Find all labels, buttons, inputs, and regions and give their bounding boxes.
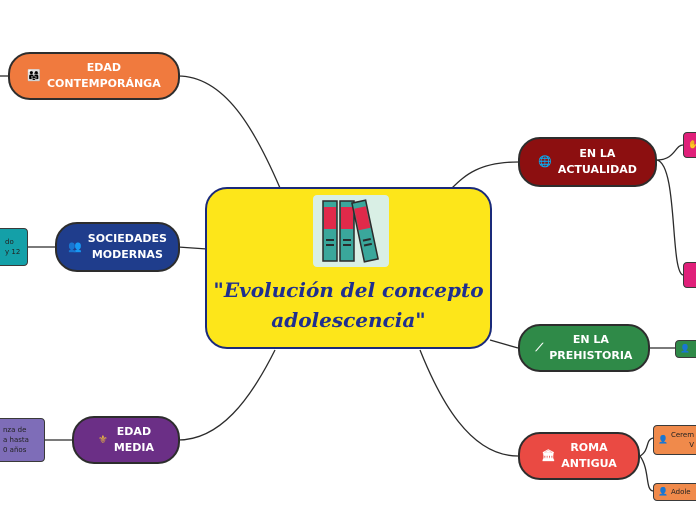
leaf-sociedades-modernas[interactable]: do y 12 (0, 228, 28, 266)
branch-label-line1: EDAD (86, 61, 121, 74)
binders-icon (313, 195, 389, 267)
person-icon: 👤 (680, 344, 690, 353)
link-roma-leaf1 (639, 437, 654, 457)
link-actualidad (451, 161, 519, 189)
temple-icon: 🏛 (541, 449, 556, 462)
link-roma-leaf2 (639, 455, 654, 492)
branch-edad-media[interactable]: ⚜ EDAD MEDIA (72, 416, 180, 464)
leaf-prehistoria[interactable]: 👤 (675, 340, 696, 358)
central-title: "Evolución del concepto adolescencia" (207, 275, 490, 335)
leaf-edad-media[interactable]: nza de a hasta 0 años (0, 418, 45, 462)
family-icon: 👨‍👩‍👧 (27, 69, 41, 82)
branch-label-line2: ANTIGUA (561, 457, 617, 470)
branch-label-line1: EN LA (572, 333, 609, 346)
branch-label-line2: CONTEMPORÁNGA (46, 77, 161, 90)
central-title-line2: adolescencia" (271, 308, 426, 332)
people-icon: 👥 (68, 240, 82, 253)
leaf-text-line2: a hasta (3, 436, 29, 444)
leaf-actualidad-2[interactable] (683, 262, 696, 288)
leaf-text-line1: Cerem (670, 431, 695, 439)
link-modernas (177, 246, 208, 250)
hand-icon: ✋ (688, 140, 696, 149)
leaf-actualidad-1[interactable]: ✋ (683, 132, 696, 158)
branch-label-line1: SOCIEDADES (87, 232, 167, 245)
leaf-text-line1: do (5, 238, 14, 246)
branch-label-line2: MEDIA (113, 441, 155, 454)
central-title-line1: "Evolución del concepto (213, 278, 484, 302)
leaf-roma-2[interactable]: 👤 Adole (653, 483, 696, 501)
link-actualidad-leaf2 (656, 159, 684, 276)
leaf-text-line3: 0 años (3, 446, 27, 454)
branch-roma-antigua[interactable]: 🏛 ROMA ANTIGUA (518, 432, 640, 480)
link-prehistoria (489, 339, 519, 349)
branch-en-la-prehistoria[interactable]: ⟋ EN LA PREHISTORIA (518, 324, 650, 372)
branch-sociedades-modernas[interactable]: 👥 SOCIEDADES MODERNAS (55, 222, 180, 272)
branch-en-la-actualidad[interactable]: 🌐 EN LA ACTUALIDAD (518, 137, 657, 187)
link-media (177, 349, 276, 441)
link-roma (419, 349, 519, 457)
branch-label-line2: ACTUALIDAD (557, 163, 637, 176)
leaf-text-line1: nza de (3, 426, 27, 434)
fleur-de-lis-icon: ⚜ (97, 433, 108, 446)
link-actualidad-leaf1 (656, 144, 684, 161)
link-contemporanea (177, 75, 281, 189)
branch-label-line2: PREHISTORIA (549, 349, 633, 362)
person-icon: 👤 (658, 435, 668, 444)
branch-edad-contemporanea[interactable]: 👨‍👩‍👧 EDAD CONTEMPORÁNGA (8, 52, 180, 100)
central-topic[interactable]: "Evolución del concepto adolescencia" (205, 187, 492, 349)
spear-icon: ⟋ (535, 341, 544, 354)
globe-laptop-icon: 🌐 (538, 155, 552, 168)
branch-label-line1: ROMA (570, 441, 608, 454)
branch-label-line1: EDAD (116, 425, 152, 438)
branch-label-line1: EN LA (579, 147, 616, 160)
leaf-text-line1: Adole (670, 488, 691, 496)
leaf-text-line2: y 12 (5, 248, 21, 256)
leaf-text-line2: V (689, 441, 695, 449)
person-icon: 👤 (658, 487, 668, 496)
leaf-roma-1[interactable]: 👤 Cerem V (653, 425, 696, 455)
branch-label-line2: MODERNAS (91, 248, 163, 261)
